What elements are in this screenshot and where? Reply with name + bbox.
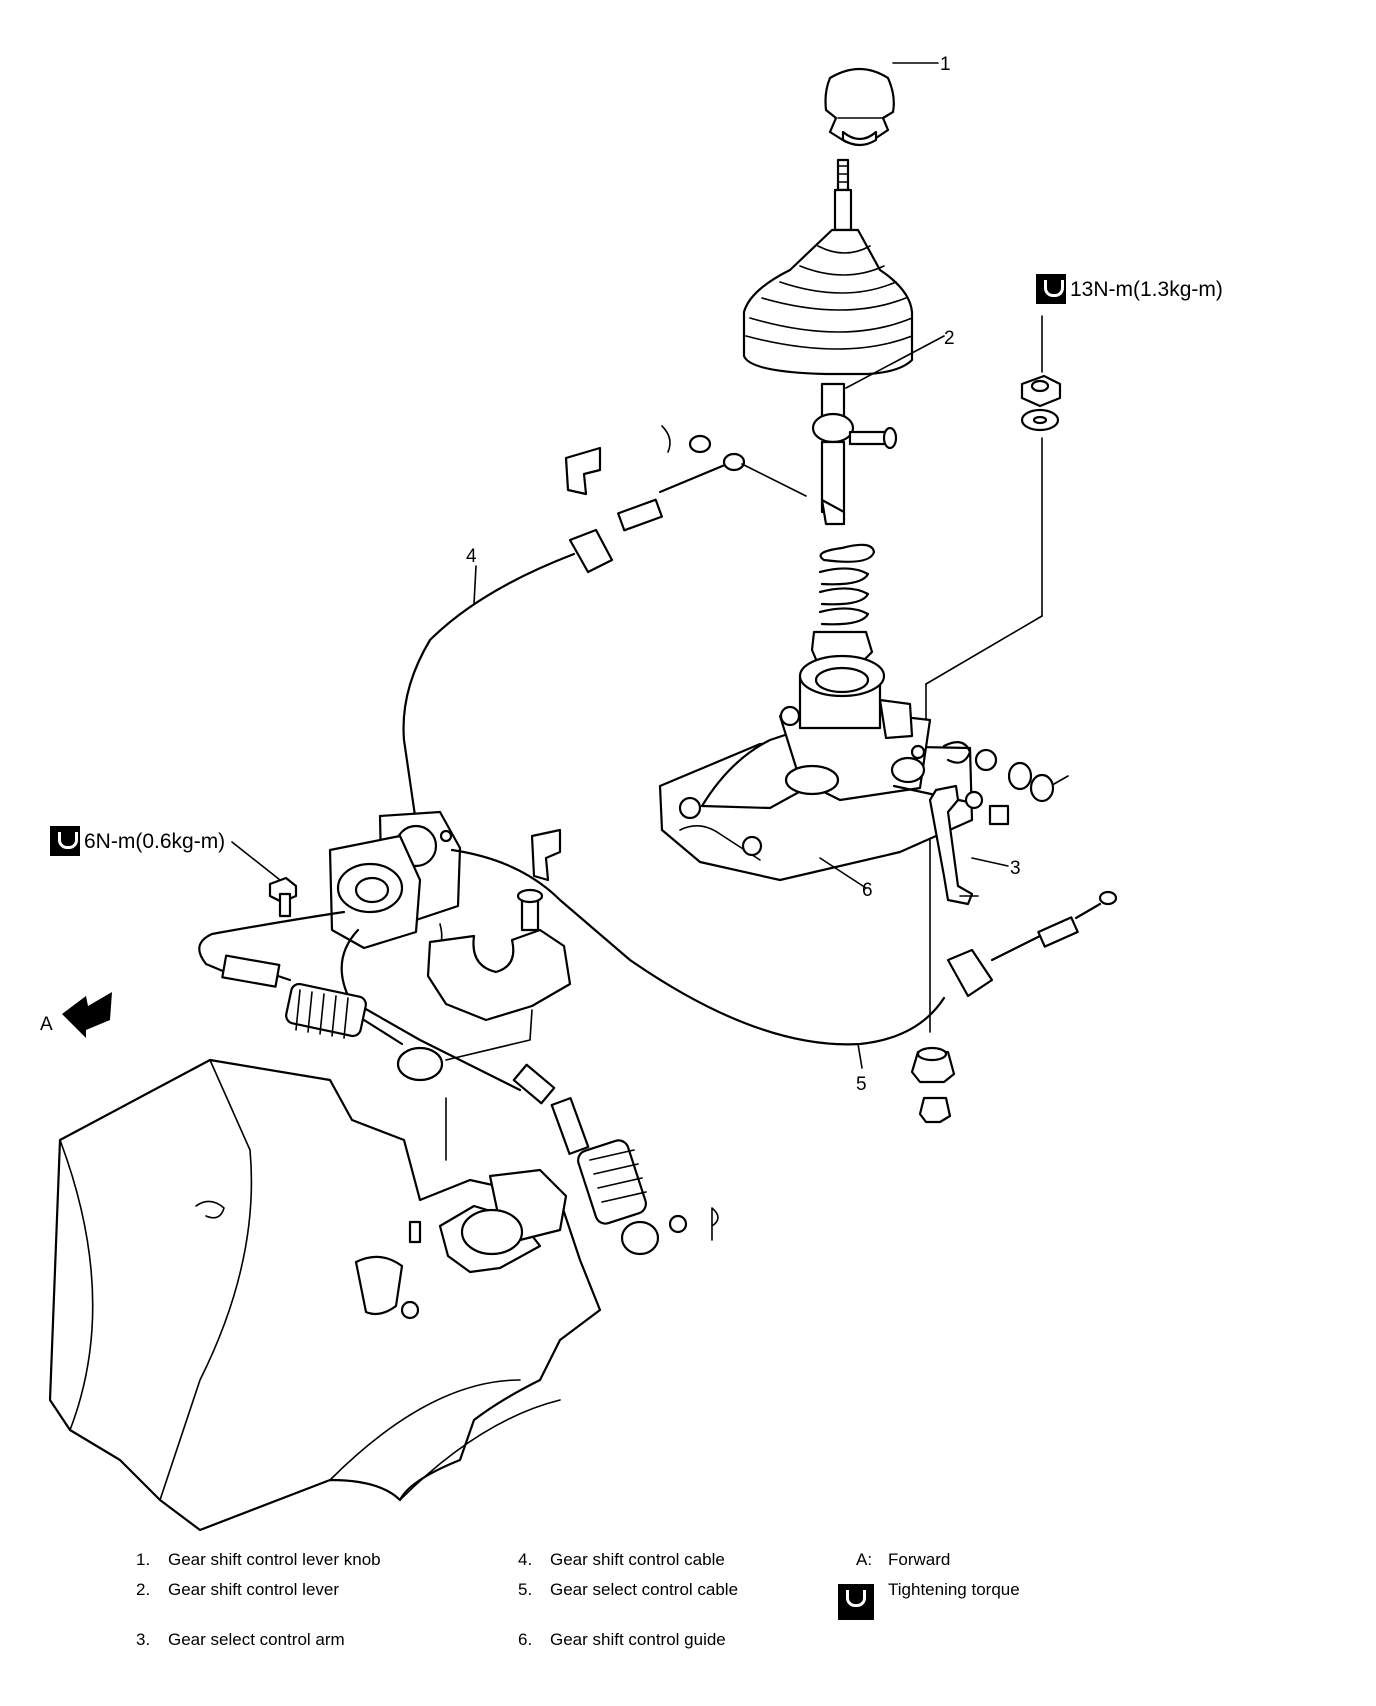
legend-item-3: 3. Gear select control arm [136, 1630, 345, 1650]
shift-control-cable [402, 452, 807, 852]
upper-nut [1020, 374, 1062, 432]
torque-upper-text: 13N-m(1.3kg-m) [1070, 278, 1223, 301]
legend-number: 3. [136, 1630, 151, 1649]
legend-number: A: [856, 1550, 873, 1569]
legend-text: Tightening torque [888, 1580, 1020, 1599]
legend-text: Gear shift control guide [550, 1630, 726, 1649]
legend-torque: Tightening torque [888, 1580, 1020, 1600]
lever-knob [824, 68, 895, 147]
legend-text: Gear select control cable [550, 1580, 739, 1599]
legend-text: Gear shift control cable [550, 1550, 725, 1569]
clip-mid [516, 828, 562, 932]
leader-6 [819, 857, 867, 889]
leader-2 [845, 335, 945, 389]
legend-forward: A: Forward [856, 1550, 950, 1570]
callout-2: 2 [944, 328, 955, 349]
callout-1: 1 [940, 54, 951, 75]
legend-text: Gear shift control lever [168, 1580, 340, 1599]
legend-item-2: 2. Gear shift control lever [136, 1580, 339, 1600]
leader-torque-lower [231, 841, 281, 881]
callout-a: A [40, 1014, 53, 1035]
legend-number: 6. [518, 1630, 533, 1649]
select-control-cable [450, 848, 1118, 1046]
callout-6: 6 [862, 880, 873, 901]
torque-lower-text: 6N-m(0.6kg-m) [84, 830, 225, 853]
legend-number: 1. [136, 1550, 151, 1569]
lever-spring [810, 543, 876, 666]
legend-number: 2. [136, 1580, 151, 1599]
torque-wrench-icon [838, 1584, 874, 1620]
torque-wrench-icon [1036, 274, 1066, 304]
legend-number: 5. [518, 1580, 533, 1599]
transmission-housing [48, 1058, 602, 1532]
legend-item-4: 4. Gear shift control cable [518, 1550, 725, 1570]
legend-text: Gear select control arm [168, 1630, 345, 1649]
select-control-arm [892, 784, 984, 906]
legend-item-1: 1. Gear shift control lever knob [136, 1550, 381, 1570]
cable-mount-bracket [328, 810, 462, 955]
forward-arrow-icon [62, 992, 112, 1038]
lower-bolt [268, 876, 298, 918]
shift-lever [742, 158, 914, 526]
legend-number: 4. [518, 1550, 533, 1569]
legend-item-6: 6. Gear shift control guide [518, 1630, 726, 1650]
legend-text: Forward [888, 1550, 951, 1569]
callout-3: 3 [1010, 858, 1021, 879]
torque-wrench-icon [50, 826, 80, 856]
callout-5: 5 [856, 1074, 867, 1095]
leader-5 [857, 1043, 863, 1069]
leader-nut-bolt-2 [925, 615, 1043, 685]
callout-4: 4 [466, 546, 477, 567]
leader-4 [473, 565, 477, 605]
leader-3 [971, 857, 1009, 867]
bushings-right [942, 741, 1069, 826]
lower-bushing [910, 1046, 956, 1124]
legend-item-5: 5. Gear select control cable [518, 1580, 738, 1600]
clip-upper [564, 425, 712, 496]
legend-text: Gear shift control lever knob [168, 1550, 381, 1569]
shift-control-guide [658, 654, 974, 882]
lower-cables [198, 910, 719, 1256]
mounting-plate [426, 928, 572, 1061]
